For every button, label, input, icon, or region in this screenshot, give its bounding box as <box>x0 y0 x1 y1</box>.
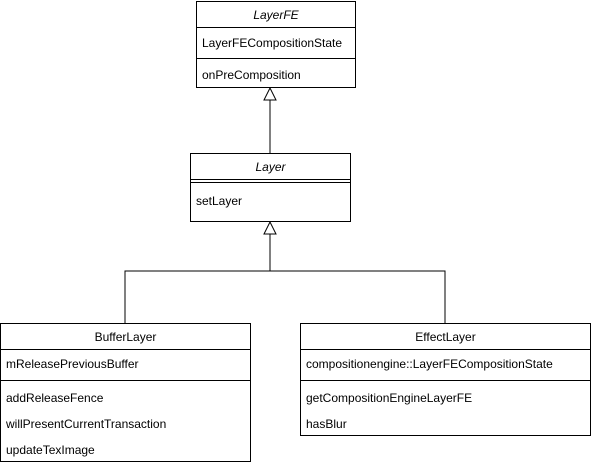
class-layer[interactable]: Layer setLayer <box>190 153 351 222</box>
edge-subclasses-bus <box>124 270 446 323</box>
attribute: compositionengine::LayerFECompositionSta… <box>306 357 553 371</box>
attribute: mReleasePreviousBuffer <box>6 357 139 371</box>
attributes-section: LayerFECompositionState <box>197 28 355 59</box>
class-effectlayer[interactable]: EffectLayer compositionengine::LayerFECo… <box>300 323 591 436</box>
class-bufferlayer[interactable]: BufferLayer mReleasePreviousBuffer addRe… <box>0 323 251 462</box>
attributes-section <box>191 180 350 183</box>
method: getCompositionEngineLayerFE <box>306 391 473 405</box>
class-name: EffectLayer <box>301 324 590 350</box>
method: updateTexImage <box>6 443 95 457</box>
inheritance-arrowhead-layerfe <box>263 86 277 101</box>
methods-section: onPreComposition <box>197 59 355 88</box>
method: hasBlur <box>306 417 347 431</box>
method: onPreComposition <box>202 68 301 82</box>
method: addReleaseFence <box>6 391 104 405</box>
inheritance-arrowhead-layer <box>263 220 277 235</box>
class-name: Layer <box>191 154 350 180</box>
class-name: BufferLayer <box>1 324 250 350</box>
class-layerfe[interactable]: LayerFE LayerFECompositionState onPreCom… <box>196 1 356 88</box>
methods-section: addReleaseFence willPresentCurrentTransa… <box>1 381 250 463</box>
class-name: LayerFE <box>197 2 355 28</box>
methods-section: getCompositionEngineLayerFE hasBlur <box>301 381 590 437</box>
attributes-section: mReleasePreviousBuffer <box>1 350 250 381</box>
method: setLayer <box>196 194 243 208</box>
attributes-section: compositionengine::LayerFECompositionSta… <box>301 350 590 381</box>
method: willPresentCurrentTransaction <box>6 417 167 431</box>
attribute: LayerFECompositionState <box>202 36 343 50</box>
methods-section: setLayer <box>191 183 350 214</box>
